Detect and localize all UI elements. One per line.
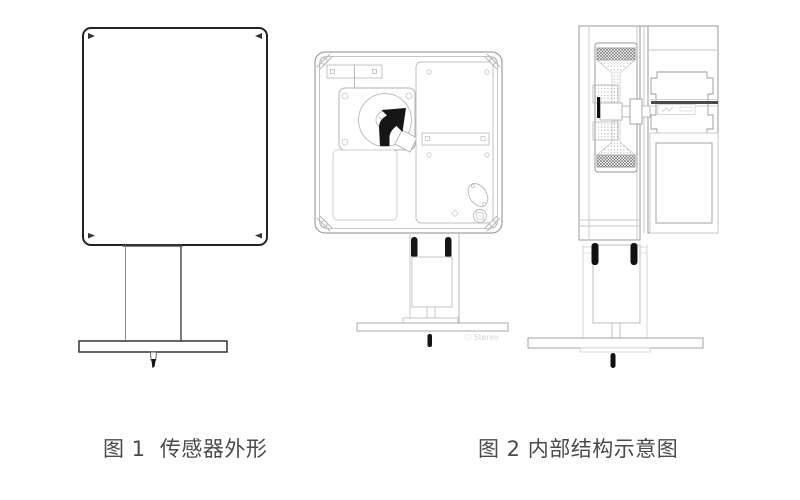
stand-top-bar bbox=[122, 244, 183, 247]
sensor-panel-outline bbox=[82, 27, 268, 246]
housing-frame bbox=[578, 25, 719, 241]
mounting-pin-right bbox=[630, 243, 638, 265]
lower-compartment bbox=[332, 149, 398, 221]
flywheel-rim-bottom bbox=[596, 154, 636, 168]
probe-pin bbox=[610, 353, 616, 368]
sensor-side-internal-drawing bbox=[527, 25, 719, 368]
mounting-pin-left bbox=[591, 243, 599, 265]
watermark: Stereo bbox=[464, 333, 499, 342]
stand bbox=[356, 232, 509, 347]
enclosure-inner-frame bbox=[319, 56, 498, 229]
base-plate bbox=[356, 322, 509, 332]
mounting-pin-right bbox=[445, 237, 452, 258]
tilted-label-tag bbox=[394, 129, 418, 153]
hub-block-lower bbox=[592, 121, 619, 141]
shaft-bar bbox=[651, 101, 718, 104]
base-plate bbox=[78, 340, 228, 353]
sensor-exterior-drawing bbox=[78, 27, 268, 368]
hub-block-upper bbox=[592, 84, 619, 104]
stand bbox=[527, 243, 704, 368]
round-connector bbox=[473, 209, 487, 223]
terminal-strip bbox=[421, 132, 490, 146]
direction-arrow-icon bbox=[379, 108, 406, 146]
figure2-caption: 图 2 内部结构示意图 bbox=[478, 437, 679, 461]
corner-screw-marks bbox=[88, 33, 262, 239]
terminal-block-top bbox=[326, 64, 383, 88]
motor-housing bbox=[650, 71, 719, 136]
corner-screws bbox=[320, 57, 497, 228]
base-plate bbox=[527, 337, 704, 349]
mounting-pin-left bbox=[411, 237, 418, 258]
figure1-caption: 图 1 传感器外形 bbox=[103, 437, 268, 461]
shaft-key bbox=[597, 97, 601, 118]
lower-compartment bbox=[649, 132, 719, 234]
probe-pin bbox=[427, 334, 432, 347]
flywheel-rim-top bbox=[596, 47, 636, 61]
sensor-front-internal-drawing: Stereo bbox=[314, 51, 509, 347]
shaft-coupling bbox=[629, 98, 643, 125]
flywheel-section bbox=[592, 42, 651, 173]
watermark-text: Stereo bbox=[474, 333, 499, 342]
probe-tip bbox=[150, 351, 157, 368]
pcb-panel bbox=[415, 61, 494, 224]
